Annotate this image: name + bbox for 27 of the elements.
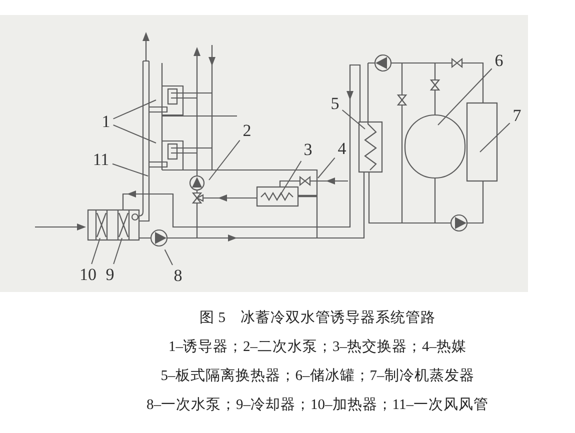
leader-line — [480, 122, 510, 152]
leader-line — [318, 157, 336, 178]
figure-caption: 图 5 冰蓄冷双水管诱导器系统管路 — [200, 309, 436, 328]
leader-line — [278, 160, 302, 198]
callout-number: 8 — [172, 266, 184, 286]
callout-number: 6 — [492, 51, 506, 71]
callout-number: 1 — [100, 112, 112, 132]
leader-line — [112, 100, 156, 120]
leader-line — [208, 140, 240, 180]
leader-line — [113, 238, 122, 264]
leader-line — [112, 163, 148, 176]
callout-number: 3 — [302, 140, 314, 160]
parts-key-text: 5–板式隔离换热器；6–储冰罐；7–制冷机蒸发器 — [160, 366, 474, 386]
callout-number: 4 — [336, 139, 348, 159]
leader-line — [342, 110, 366, 130]
callout-number: 5 — [328, 94, 342, 114]
callout-number: 11 — [90, 150, 112, 170]
parts-key-text: 8–一次水泵；9–冷却器；10–加热器；11–一次风风管 — [146, 396, 488, 415]
leader-line — [438, 68, 492, 126]
leader-line — [91, 238, 100, 264]
parts-key-text: 1–诱导器；2–二次水泵；3–热交换器；4–热媒 — [168, 338, 466, 357]
callout-number: 10 — [78, 265, 98, 285]
leader-line — [112, 124, 156, 144]
leader-line — [164, 249, 173, 266]
callout-number: 7 — [510, 106, 524, 126]
callout-number: 9 — [104, 265, 116, 285]
callout-number: 2 — [240, 121, 254, 141]
